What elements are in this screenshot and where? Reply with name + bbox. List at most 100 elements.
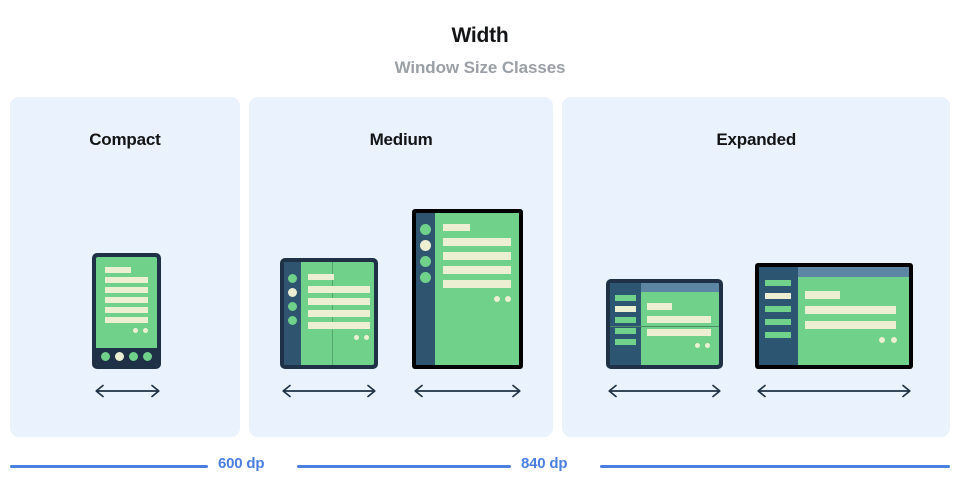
tablet-portrait-screen	[415, 213, 519, 365]
content-line	[307, 298, 370, 305]
breakpoint-label-600dp: 600 dp	[218, 455, 265, 472]
ruler-segment-medium	[297, 465, 511, 468]
device-slot-tablet-landscape	[755, 263, 914, 369]
content-dot	[891, 337, 898, 343]
content-line	[442, 266, 511, 274]
panel-title-expanded: Expanded	[716, 130, 797, 149]
nav-drawer-item[interactable]	[615, 295, 637, 301]
top-app-bar	[641, 283, 720, 292]
nav-drawer-item-active[interactable]	[765, 293, 792, 299]
ruler-segment-expanded	[600, 465, 950, 468]
width-arrow-tablet-portrait	[412, 383, 523, 399]
content-line	[105, 287, 148, 293]
device-foldable-portrait	[279, 258, 378, 369]
content-line	[105, 277, 148, 283]
device-slot-tablet-portrait	[411, 209, 523, 369]
bottom-nav-item[interactable]	[129, 352, 138, 361]
nav-rail-item[interactable]	[287, 302, 297, 311]
nav-rail-item-active[interactable]	[419, 240, 431, 251]
page-title: Width	[451, 24, 509, 47]
panel-expanded: Expanded	[562, 97, 950, 437]
nav-rail[interactable]	[283, 262, 301, 365]
breakpoint-label-840dp: 840 dp	[521, 455, 568, 472]
nav-drawer-item[interactable]	[765, 280, 792, 286]
page-subtitle: Window Size Classes	[394, 58, 566, 77]
device-group-expanded	[562, 182, 950, 437]
content-dot	[879, 337, 886, 343]
bottom-nav-item[interactable]	[143, 352, 152, 361]
content-line	[805, 291, 841, 299]
content-line	[442, 224, 470, 231]
width-arrow-phone	[93, 383, 162, 399]
nav-drawer-item[interactable]	[765, 332, 792, 338]
device-slot-phone	[92, 253, 161, 369]
device-foldable-landscape	[606, 279, 724, 369]
nav-drawer-item[interactable]	[615, 328, 637, 334]
tablet-landscape-screen	[759, 267, 910, 365]
nav-drawer-item[interactable]	[615, 339, 637, 345]
content-dot	[363, 335, 369, 340]
content-line	[442, 280, 511, 288]
foldable-portrait-screen	[283, 262, 374, 365]
content-line	[105, 307, 148, 313]
fold-line-horizontal	[610, 326, 720, 327]
breakpoint-ruler: 600 dp 840 dp	[0, 444, 960, 494]
content-line	[442, 238, 511, 246]
foldable-landscape-screen	[610, 283, 720, 365]
content-dot	[705, 343, 711, 348]
content-line	[805, 321, 897, 329]
content-dot	[133, 328, 138, 333]
nav-rail-item[interactable]	[287, 316, 297, 325]
top-app-bar	[798, 267, 910, 277]
size-class-panels: Compact	[10, 97, 950, 437]
nav-drawer-item[interactable]	[765, 306, 792, 312]
content-dot	[695, 343, 701, 348]
ruler-segment-compact	[10, 465, 208, 468]
nav-rail[interactable]	[415, 213, 435, 365]
content-dot	[504, 296, 511, 302]
width-arrow-foldable-landscape	[606, 383, 723, 399]
content-dot	[143, 328, 148, 333]
nav-rail-item-active[interactable]	[287, 288, 297, 297]
nav-drawer-item-active[interactable]	[615, 306, 637, 312]
nav-rail-item[interactable]	[419, 224, 431, 235]
device-phone	[92, 253, 161, 369]
content-dot	[353, 335, 359, 340]
content-dot	[493, 296, 500, 302]
panel-medium: Medium	[248, 97, 554, 437]
content-line	[105, 317, 148, 323]
nav-rail-item[interactable]	[419, 256, 431, 267]
nav-rail-item[interactable]	[287, 274, 297, 283]
panel-compact: Compact	[10, 97, 240, 437]
width-arrow-foldable-portrait	[280, 383, 378, 399]
content-line	[307, 286, 370, 293]
device-group-medium	[249, 182, 554, 437]
content-line	[307, 322, 370, 329]
nav-drawer[interactable]	[610, 283, 642, 365]
content-line	[647, 303, 673, 310]
device-group-compact	[10, 182, 240, 437]
panel-title-compact: Compact	[89, 130, 161, 149]
device-tablet-portrait	[411, 209, 523, 369]
nav-drawer[interactable]	[759, 267, 799, 365]
bottom-nav-item[interactable]	[101, 352, 110, 361]
phone-bottom-nav[interactable]	[96, 348, 157, 365]
phone-screen	[96, 257, 157, 365]
header: Width Window Size Classes	[0, 0, 960, 78]
content-line	[105, 297, 148, 303]
device-slot-foldable-landscape	[606, 279, 724, 369]
nav-drawer-item[interactable]	[615, 317, 637, 323]
content-line	[307, 274, 334, 280]
content-line	[647, 316, 712, 323]
content-line	[805, 306, 897, 314]
width-arrow-tablet-landscape	[755, 383, 913, 399]
nav-rail-item[interactable]	[419, 272, 431, 283]
content-line	[647, 329, 712, 336]
panel-title-medium: Medium	[369, 130, 433, 149]
bottom-nav-item-active[interactable]	[115, 352, 124, 361]
content-line	[105, 267, 131, 273]
content-line	[307, 310, 370, 317]
device-slot-foldable-portrait	[279, 258, 378, 369]
nav-drawer-item[interactable]	[765, 319, 792, 325]
device-tablet-landscape	[755, 263, 914, 369]
